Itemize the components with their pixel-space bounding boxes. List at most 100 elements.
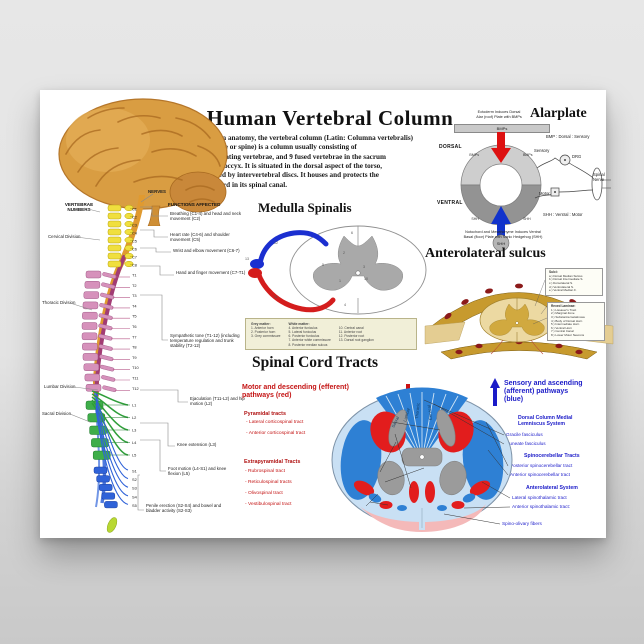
rib-process <box>99 354 114 362</box>
legend-item: 1. Anterior horn <box>251 326 274 331</box>
rib-process <box>102 385 117 393</box>
header-line: (blue) <box>504 396 524 404</box>
legend-item: 7. Anterior white commissure <box>288 338 331 343</box>
legend-item: 3. Grey commissure <box>251 334 281 339</box>
legend-item: 10. Central canal <box>338 326 364 330</box>
spino-olivary-label: Spino-olivary fibers <box>502 521 542 526</box>
header-line: Motor and descending (efferent) <box>242 384 349 391</box>
ventral-label: VENTRAL <box>437 200 463 206</box>
svg-text:4: 4 <box>344 303 346 307</box>
laminae-item: 2.) Marginal Zone <box>551 311 575 316</box>
sulci-title: Sulci: <box>549 270 558 274</box>
legend-item: 13. Dorsal root ganglion <box>338 338 374 343</box>
bmp-dorsal-sensory-label: BMP : Dorsal : Sensory <box>546 134 590 139</box>
sacral-nerve <box>95 405 129 497</box>
vertebra-label: T4 <box>132 303 137 308</box>
sacral-nerve <box>95 402 129 488</box>
grey-matter-title: Grey matter: <box>251 322 271 326</box>
svg-text:SHH: SHH <box>497 241 506 246</box>
spinal-column-diagram: C1C2C3C4C5C6C7C8T1T2T3T4T5T6T7T8T9T10T11… <box>81 195 145 533</box>
page-title: Human Vertebral Column <box>206 106 454 130</box>
vertebra-label: S5 <box>132 503 137 508</box>
poster: Human Vertebral Column In human anatomy,… <box>40 90 614 538</box>
vertebra-label: T7 <box>132 334 137 339</box>
dcml-system-title: Dorsal Column Medial Lemniscus System <box>518 415 610 427</box>
legend-item: 12. Posterior root <box>338 334 365 339</box>
nerve-root <box>124 204 134 212</box>
svg-text:SHH: SHH <box>471 217 479 221</box>
vertebra-body <box>81 332 98 341</box>
rib-process <box>101 375 116 382</box>
brain-illustration <box>58 98 228 226</box>
lumbar-nerve <box>91 390 129 406</box>
lumbar-nerve <box>91 399 129 444</box>
function-ejaculation: Ejaculation (T11-L2) and hip motion (L2) <box>190 396 245 407</box>
svg-text:10: 10 <box>364 277 368 281</box>
vertebra-label: S1 <box>132 469 137 474</box>
extrapyramidal-tracts-title: Extrapyramidal Tracts <box>244 459 301 465</box>
vertebra-body <box>98 483 113 491</box>
vestibulospinal-label: - Vestibulospinal tract <box>245 502 292 507</box>
spinal-cord-tracts-title: Spinal Cord Tracts <box>252 354 379 371</box>
medulla-spinalis-diagram: 1 2 3 4 5 6 10 11 12 13 <box>245 225 427 315</box>
vertebra-body <box>84 281 101 289</box>
laminae-item: 5.) Intermediate Horn <box>551 322 580 327</box>
vertebra-body <box>107 236 122 244</box>
pyramidal-tracts-title: Pyramidal tracts <box>244 411 286 417</box>
function-sympathetic: Sympathetic tone (T1-12) (including temp… <box>170 333 240 349</box>
vertebrae-numbers-label: VERTEBRAE NUMBERS <box>64 202 94 212</box>
svg-text:5: 5 <box>322 263 324 267</box>
vertebra-label: C8 <box>132 263 137 268</box>
lumbar-division-label: Lumbar Division <box>44 384 76 389</box>
vertebra-label: S3 <box>132 486 137 491</box>
vertebra-label: T2 <box>132 283 137 288</box>
rib-process <box>100 364 115 372</box>
lateral-spinothalamic-label: Lateral spinothalamic tract <box>512 495 567 500</box>
laminae-item: 8.) Lower Motor Neurons <box>551 333 585 337</box>
anterior-spinothalamic-label: Anterior spinothalamic tract: <box>512 504 571 509</box>
function-hand-finger: Hand and finger movement (C7-T1) <box>176 270 246 275</box>
alarplate-top-caption: Ectoderm Induces Dorsal Alar (roof) Plat… <box>448 110 550 119</box>
vertebra-label: T8 <box>132 345 137 350</box>
functions-affected-label: FUNCTIONS AFFECTED <box>168 202 221 207</box>
spinal-cord-tracts-diagram: Sacral Lumbar Thoracic Cervical <box>331 387 513 532</box>
nerve-line <box>129 247 134 249</box>
vertebra-body <box>93 466 108 474</box>
reticulospinal-label: - Reticulospinal tracts <box>245 480 292 485</box>
vertebra-body <box>96 475 110 483</box>
intro-line: In human anatomy, the vertebral column (… <box>196 134 414 142</box>
svg-text:6: 6 <box>351 231 353 235</box>
vertebra-body <box>81 322 98 330</box>
nerves-label: NERVES <box>148 189 166 194</box>
function-breathing: Breathing (C1-4) and head and neck movem… <box>170 211 242 222</box>
intro-line: (backbone or spine) is a column usually … <box>196 143 357 152</box>
vertebra-label: L5 <box>132 453 136 458</box>
anterior-corticospinal-label: - Anterior corticospinal tract <box>246 431 306 436</box>
nerve-line <box>129 223 134 225</box>
vertebra-body <box>107 260 122 268</box>
svg-text:SHH: SHH <box>523 217 531 221</box>
vertebra-label: T12 <box>132 386 139 391</box>
anterior-spinocerebellar-label: Anterior spinocerebellar tract <box>510 472 570 477</box>
vertebra-body <box>82 301 99 310</box>
vertebra-label: C5 <box>132 239 137 244</box>
vertebra-body <box>107 244 122 252</box>
lumbar-nerve <box>91 396 129 431</box>
function-wrist-elbow: Wrist and elbow movement (C6-7) <box>173 248 240 253</box>
nerve-line <box>129 263 134 265</box>
alarplate-bottom-caption: Notochord and Mesenchyme Induces Ventral… <box>444 230 562 239</box>
nerve-root <box>124 252 134 260</box>
medulla-spinalis-title: Medulla Spinalis <box>258 200 352 215</box>
spinocerebellar-tracts-title: Spinocerebellar Tracts <box>524 453 580 459</box>
intro-line: and the coccyx. It is situated in the do… <box>196 162 383 171</box>
vertebra-label: S2 <box>132 477 137 482</box>
anterolateral-sulcus-title: Anterolateral sulcus <box>425 246 546 261</box>
nerve-line <box>129 231 134 233</box>
vertebra-label: L3 <box>132 428 136 433</box>
thoracic-division-label: Thoracic Division <box>42 300 76 305</box>
vertebra-body <box>107 204 122 212</box>
sulci-item: d.) Ventrolateral S. <box>549 284 574 289</box>
vertebra-body <box>83 291 100 299</box>
